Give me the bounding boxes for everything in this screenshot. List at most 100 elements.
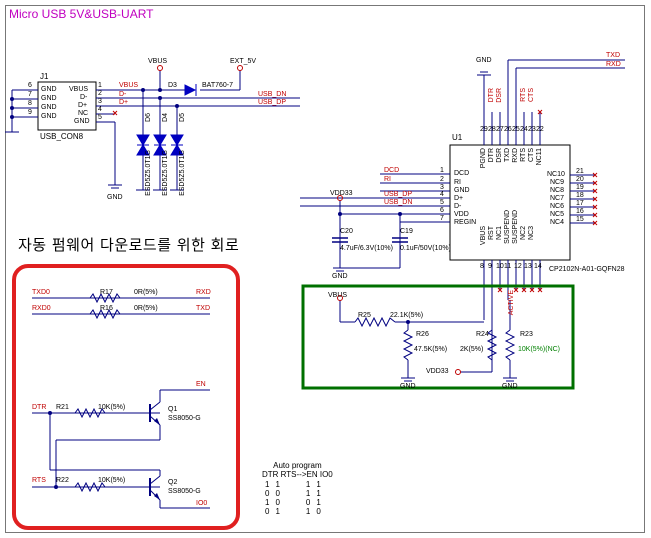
r23-ref: R23 [520,331,533,338]
cell: 0 [275,489,280,498]
u1-label-vdd: VDD [454,211,469,218]
net-active: ACTIVE [508,290,515,316]
net-usb-dp: USB_DP [258,99,287,106]
j1-ref: J1 [40,72,49,81]
j1-label-gnd-9: GND [41,113,57,120]
u1-pin-15: 15 [576,216,584,223]
u1-label-txd: TXD [504,148,511,162]
net-dsr-top: DSR [496,88,503,103]
u1-label-gnd: GND [454,187,470,194]
u1-pin-4: 4 [440,191,444,198]
u1-pin-10: 10 [496,263,504,270]
q2-arrow [154,493,160,500]
u1-pin-22: 22 [536,126,544,133]
net-ri: RI [384,176,391,183]
r23-value: 10K(5%)(NC) [518,346,561,353]
net-rxd-top: RXD [606,61,621,68]
net-rts-top: RTS [520,88,527,102]
r21-body [74,407,106,419]
j1-label-gnd-8: GND [41,104,57,111]
auto-download-highlight-box [12,264,240,530]
net-vbus: VBUS [119,82,139,89]
j1-pin-1: 1 [98,82,102,89]
cell: 1 [275,507,280,516]
j1-pin-3: 3 [98,98,102,105]
gnd-caps: GND [332,273,348,280]
u1-pin-19: 19 [576,184,584,191]
r26-body [402,329,414,361]
net-dm: D- [119,91,127,98]
net-rts: RTS [32,477,46,484]
u1-label-dtr: DTR [488,148,495,163]
c19-value: 0.1uF/50V(10%) [400,245,451,252]
cell: 1 [305,489,311,498]
gnd-u1: GND [476,57,492,64]
net-rxd: RXD [196,289,211,296]
j1-pin-8: 8 [28,100,32,107]
j1-pin-2: 2 [98,90,102,97]
net-dcd: DCD [384,167,400,174]
u1-pin-3: 3 [440,184,444,191]
j1-pin-5: 5 [98,114,102,121]
u1-label-rts: RTS [520,148,527,162]
gnd-r23: GND [502,383,518,390]
j1-part: USB_CON8 [40,132,84,141]
r22-value: 10K(5%) [98,477,126,484]
u1-pin-20: 20 [576,176,584,183]
r21-value: 10K(5%) [98,404,126,411]
u1-pin-18: 18 [576,192,584,199]
u1-ref: U1 [452,133,463,142]
net-dp: D+ [119,99,129,106]
u1-body [449,144,571,261]
u1-pin-11: 11 [504,263,512,270]
ext5v-circle [237,65,243,71]
r25-ref: R25 [358,312,371,319]
r24-value: 2K(5%) [460,346,484,353]
u1-pin-5: 5 [440,199,444,206]
vdd33-circle [337,195,343,201]
auto-program-title: Auto program [273,461,322,470]
j1-pin-6: 6 [28,82,32,89]
gnd-r26: GND [400,383,416,390]
tvs-part-d4: ESD5Z5.0T1G [162,150,169,196]
u1-label-ri: RI [454,179,461,186]
cell: 1 [275,480,280,489]
d3-triangle [184,84,197,96]
u1-pin-17: 17 [576,200,584,207]
u1-label-rst: RST [488,226,495,240]
cell: 0 [316,507,321,516]
j1-label-gnd-7: GND [41,95,57,102]
cell: 1 [265,498,270,507]
q2-ref: Q2 [168,479,178,486]
r16-value: 0R(5%) [134,305,158,312]
net-io0: IO0 [196,500,208,507]
u1-pin-2: 2 [440,176,444,183]
u1-label-rxd: RXD [512,148,519,163]
u1-pin-13: 13 [524,263,532,270]
reset-network-green-box [301,284,575,390]
u1-pin-1: 1 [440,167,444,174]
schematic-frame [5,5,645,533]
vbus-green-label: VBUS [328,292,348,299]
j1-pin-9: 9 [28,109,32,116]
r17-ref: R17 [100,289,113,296]
r22-ref: R22 [56,477,69,484]
r24-body [486,329,498,361]
c20-value: 4.7uF/6.3V(10%) [340,245,393,252]
cell: 0 [265,507,270,516]
d3-ref: D3 [168,82,177,89]
u1-pin-14: 14 [534,263,542,270]
j1-label-gnd-6: GND [41,86,57,93]
j1-label-dm: D- [80,94,88,101]
u1-label-suspend1: SUSPEND [504,210,511,244]
u1-pin-12: 12 [514,263,522,270]
u1-pin-29: 29 [480,126,488,133]
cell: 1 [305,480,311,489]
d3-part: BAT760-7 [202,82,233,89]
cell: 1 [316,489,321,498]
u1-label-nc1: NC1 [496,226,503,241]
